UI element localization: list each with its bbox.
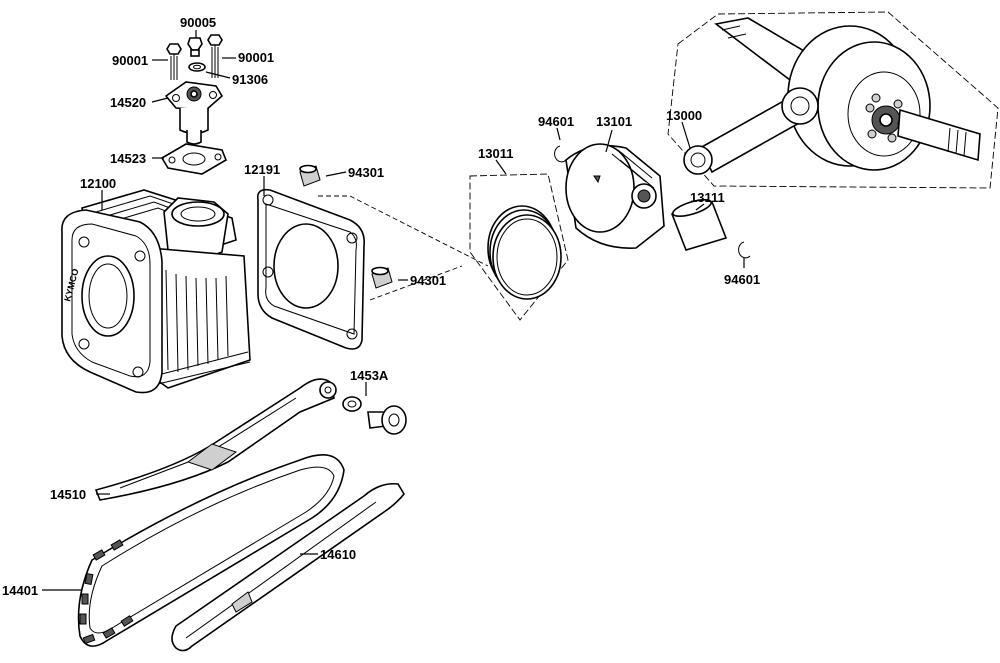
tensioner-gasket-14523 <box>160 143 227 175</box>
label-94601-upper: 94601 <box>538 114 574 129</box>
bolt-90001-left <box>166 43 182 80</box>
label-94601-lower: 94601 <box>724 272 760 287</box>
label-13111: 13111 <box>690 190 725 205</box>
label-13101: 13101 <box>596 114 632 129</box>
dowel-pin-94301-lower <box>371 266 393 289</box>
label-90001-left: 90001 <box>112 53 148 68</box>
leader-lines <box>42 30 745 591</box>
chain-guide-14610 <box>171 482 405 652</box>
tensioner-pivot-bolt-1453A <box>342 396 407 435</box>
dowel-pin-94301-upper <box>299 164 321 187</box>
cylinder-gasket-12191 <box>256 188 366 350</box>
label-14401: 14401 <box>2 583 38 598</box>
label-14610: 14610 <box>320 547 356 562</box>
chain-links <box>79 539 134 645</box>
label-91306: 91306 <box>232 72 268 87</box>
label-14523: 14523 <box>110 151 146 166</box>
label-94301-lower: 94301 <box>410 273 446 288</box>
piston-13101 <box>565 143 665 249</box>
label-1453A: 1453A <box>350 368 389 383</box>
label-13011: 13011 <box>478 146 513 161</box>
label-12191: 12191 <box>244 162 280 177</box>
label-94301-upper: 94301 <box>348 165 384 180</box>
washer-91306 <box>188 62 206 72</box>
label-14510: 14510 <box>50 487 86 502</box>
cam-chain-tensioner-assembly <box>160 34 227 175</box>
label-14520: 14520 <box>110 95 146 110</box>
piston-pin-13111 <box>670 199 728 251</box>
label-90005: 90005 <box>180 15 216 30</box>
label-90001-right: 90001 <box>238 50 274 65</box>
bolt-90001-right <box>207 34 223 78</box>
cylinder-12100: KYMCO <box>61 189 251 394</box>
screw-90005 <box>187 37 203 57</box>
label-12100: 12100 <box>80 176 116 191</box>
cam-chain-14401 <box>77 454 345 647</box>
crankshaft-13000 <box>667 11 999 189</box>
chain-tensioner-guide-14510 <box>94 378 337 501</box>
label-13000: 13000 <box>666 108 702 123</box>
piston-ring-set-13011 <box>469 173 569 321</box>
circlip-94601-lower <box>738 241 751 259</box>
circlip-94601-upper <box>554 145 567 163</box>
tensioner-body-14520 <box>164 81 224 145</box>
